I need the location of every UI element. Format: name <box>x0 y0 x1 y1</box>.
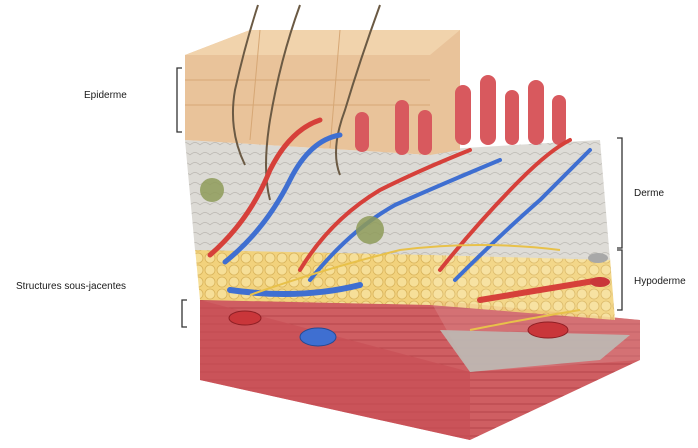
hypoderme-bracket <box>617 250 622 310</box>
label-hypoderme: Hypoderme <box>634 276 686 287</box>
label-structures-sous-jacentes: Structures sous-jacentes <box>16 281 126 292</box>
derme-bracket <box>617 138 622 248</box>
structures-bracket <box>182 300 187 327</box>
label-epiderme: Epiderme <box>84 90 127 101</box>
label-derme: Derme <box>634 188 664 199</box>
epiderme-bracket <box>177 68 182 132</box>
muscle-layer <box>200 300 640 440</box>
